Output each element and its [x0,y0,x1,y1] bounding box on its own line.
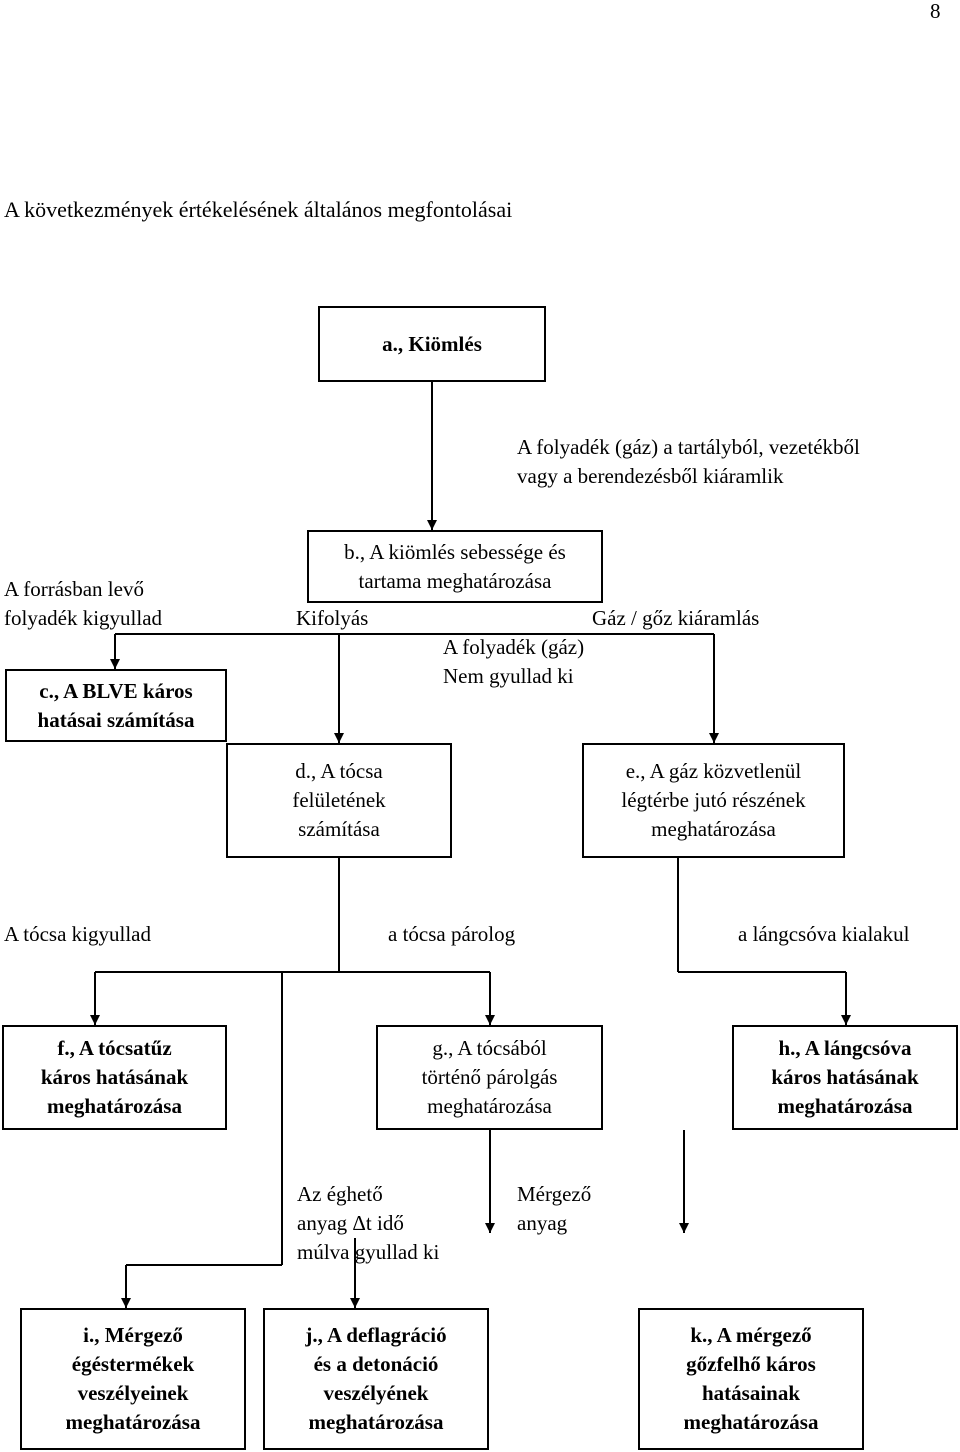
box-f-line-2: káros hatásának [40,1065,189,1089]
box-c-blve: c., A BLVE káros hatásai számítása [5,669,227,742]
box-e-line-1: e., A gáz közvetlenül [625,759,802,783]
box-g-evaporation: g., A tócsából történő párolgás meghatár… [376,1025,603,1130]
box-f-line-1: f., A tócsatűz [57,1036,172,1060]
label-plume-forms: a lángcsóva kialakul [738,922,910,946]
box-c-line-2: hatásai számítása [37,707,195,732]
box-j-line-4: meghatározása [308,1410,444,1434]
label-source-ignites-line-2: folyadék kigyullad [4,606,163,630]
label-source-ignites: A forrásban levő folyadék kigyullad [4,575,162,633]
box-h-line-2: káros hatásának [771,1065,919,1089]
box-e-gas-fraction: e., A gáz közvetlenül légtérbe jutó rész… [582,743,845,858]
box-f-line-3: meghatározása [47,1094,182,1118]
box-g-line-1: g., A tócsából [432,1036,547,1060]
box-k-toxic-cloud: k., A mérgező gőzfelhő káros hatásainak … [638,1308,864,1450]
box-d-line-1: d., A tócsa [295,759,383,783]
label-pool-evaporates: a tócsa párolog [388,922,516,946]
label-gas-outflow: Gáz / gőz kiáramlás [592,604,760,633]
box-d-line-2: felületének [292,788,386,812]
label-no-ignition: A folyadék (gáz) Nem gyullad ki [443,633,584,691]
box-b-rate-duration: b., A kiömlés sebessége és tartama megha… [307,530,603,603]
box-j-deflagration: j., A deflagráció és a detonáció veszély… [263,1308,489,1450]
label-toxic-line-2: anyag [517,1211,568,1235]
box-c-line-1: c., A BLVE káros [39,678,193,703]
box-k-line-1: k., A mérgező [690,1323,812,1347]
box-j-line-3: veszélyének [323,1381,429,1405]
label-no-ignition-line-2: Nem gyullad ki [443,664,574,688]
label-no-ignition-line-1: A folyadék (gáz) [443,635,585,659]
box-h-jet-fire: h., A lángcsóva káros hatásának meghatár… [732,1025,958,1130]
label-delayed-ignition-line-2: anyag Δt idő [297,1211,404,1235]
label-source-ignites-line-1: A forrásban levő [4,577,144,601]
box-e-line-2: légtérbe jutó részének [621,788,806,812]
box-j-line-1: j., A deflagráció [305,1323,447,1347]
box-i-line-1: i., Mérgező [83,1323,183,1347]
box-a-line-1: a., Kiömlés [382,331,482,356]
box-i-combustion-products: i., Mérgező égéstermékek veszélyeinek me… [20,1308,246,1450]
page-heading: A következmények értékelésének általános… [4,197,513,222]
box-b-line-1: b., A kiömlés sebessége és [344,539,566,564]
box-b-line-2: tartama meghatározása [358,568,552,593]
label-outflow: Kifolyás [296,604,369,633]
label-toxic-line-1: Mérgező [517,1182,592,1206]
label-toxic: Mérgező anyag [517,1180,591,1238]
page-number: 8 [930,0,941,23]
box-d-line-3: számítása [298,817,380,841]
label-release-line-1: A folyadék (gáz) a tartályból, vezetékbő… [517,435,860,459]
box-g-line-2: történő párolgás [421,1065,558,1089]
box-h-line-1: h., A lángcsóva [778,1036,912,1060]
label-delayed-ignition-line-3: múlva gyullad ki [297,1240,440,1264]
box-k-line-2: gőzfelhő káros [686,1352,816,1376]
box-i-line-2: égéstermékek [71,1352,195,1376]
label-pool-ignites: A tócsa kigyullad [4,922,151,946]
label-delayed-ignition: Az éghető anyag Δt idő múlva gyullad ki [297,1180,439,1267]
box-i-line-4: meghatározása [65,1410,201,1434]
label-release-line-2: vagy a berendezésből kiáramlik [517,464,784,488]
box-k-line-4: meghatározása [683,1410,819,1434]
label-release: A folyadék (gáz) a tartályból, vezetékbő… [517,433,860,491]
box-e-line-3: meghatározása [651,817,776,841]
box-d-pool-surface: d., A tócsa felületének számítása [226,743,452,858]
box-a-kiomles: a., Kiömlés [318,306,546,382]
box-g-line-3: meghatározása [427,1094,552,1118]
box-h-line-3: meghatározása [777,1094,913,1118]
box-j-line-2: és a detonáció [313,1352,439,1376]
label-delayed-ignition-line-1: Az éghető [297,1182,383,1206]
box-k-line-3: hatásainak [701,1381,801,1405]
box-f-pool-fire: f., A tócsatűz káros hatásának meghatáro… [2,1025,227,1130]
box-i-line-3: veszélyeinek [77,1381,189,1405]
